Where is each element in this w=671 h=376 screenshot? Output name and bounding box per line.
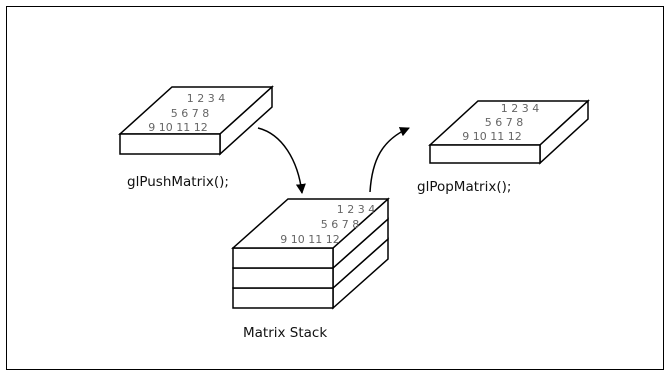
stack-matrix-row-2: 5 6 7 8 — [321, 218, 359, 231]
pop-matrix-row-3: 9 10 11 12 — [462, 130, 521, 143]
pop-matrix-row-2: 5 6 7 8 — [485, 116, 523, 129]
stack-layer-2-front-face — [232, 247, 334, 269]
stack-label: Matrix Stack — [243, 325, 327, 341]
pop-arrow — [369, 127, 410, 193]
pop-matrix-slab: 1 2 3 4 5 6 7 8 9 10 11 12 — [428, 99, 590, 165]
pop-matrix-row-1: 1 2 3 4 — [501, 102, 539, 115]
stack-matrix-row-3: 9 10 11 12 — [280, 233, 339, 246]
pop-slab-front-face — [429, 144, 541, 164]
push-matrix-slab: 1 2 3 4 5 6 7 8 9 10 11 12 — [118, 85, 274, 156]
pop-label: glPopMatrix(); — [417, 179, 511, 195]
push-slab-front-face — [119, 133, 221, 155]
push-matrix-row-2: 5 6 7 8 — [171, 107, 209, 120]
push-arrow — [257, 127, 306, 194]
push-matrix-row-1: 1 2 3 4 — [187, 92, 225, 105]
stack-layer-3-front-face — [232, 267, 334, 289]
stack-top-face — [231, 198, 390, 249]
frame-border — [6, 6, 664, 370]
push-label: glPushMatrix(); — [127, 174, 229, 190]
matrix-stack: 1 2 3 4 5 6 7 8 9 10 11 12 — [231, 197, 390, 310]
stack-matrix-row-1: 1 2 3 4 — [337, 203, 375, 216]
stack-layer-4-front-face — [232, 287, 334, 309]
push-matrix-row-3: 9 10 11 12 — [148, 121, 207, 134]
